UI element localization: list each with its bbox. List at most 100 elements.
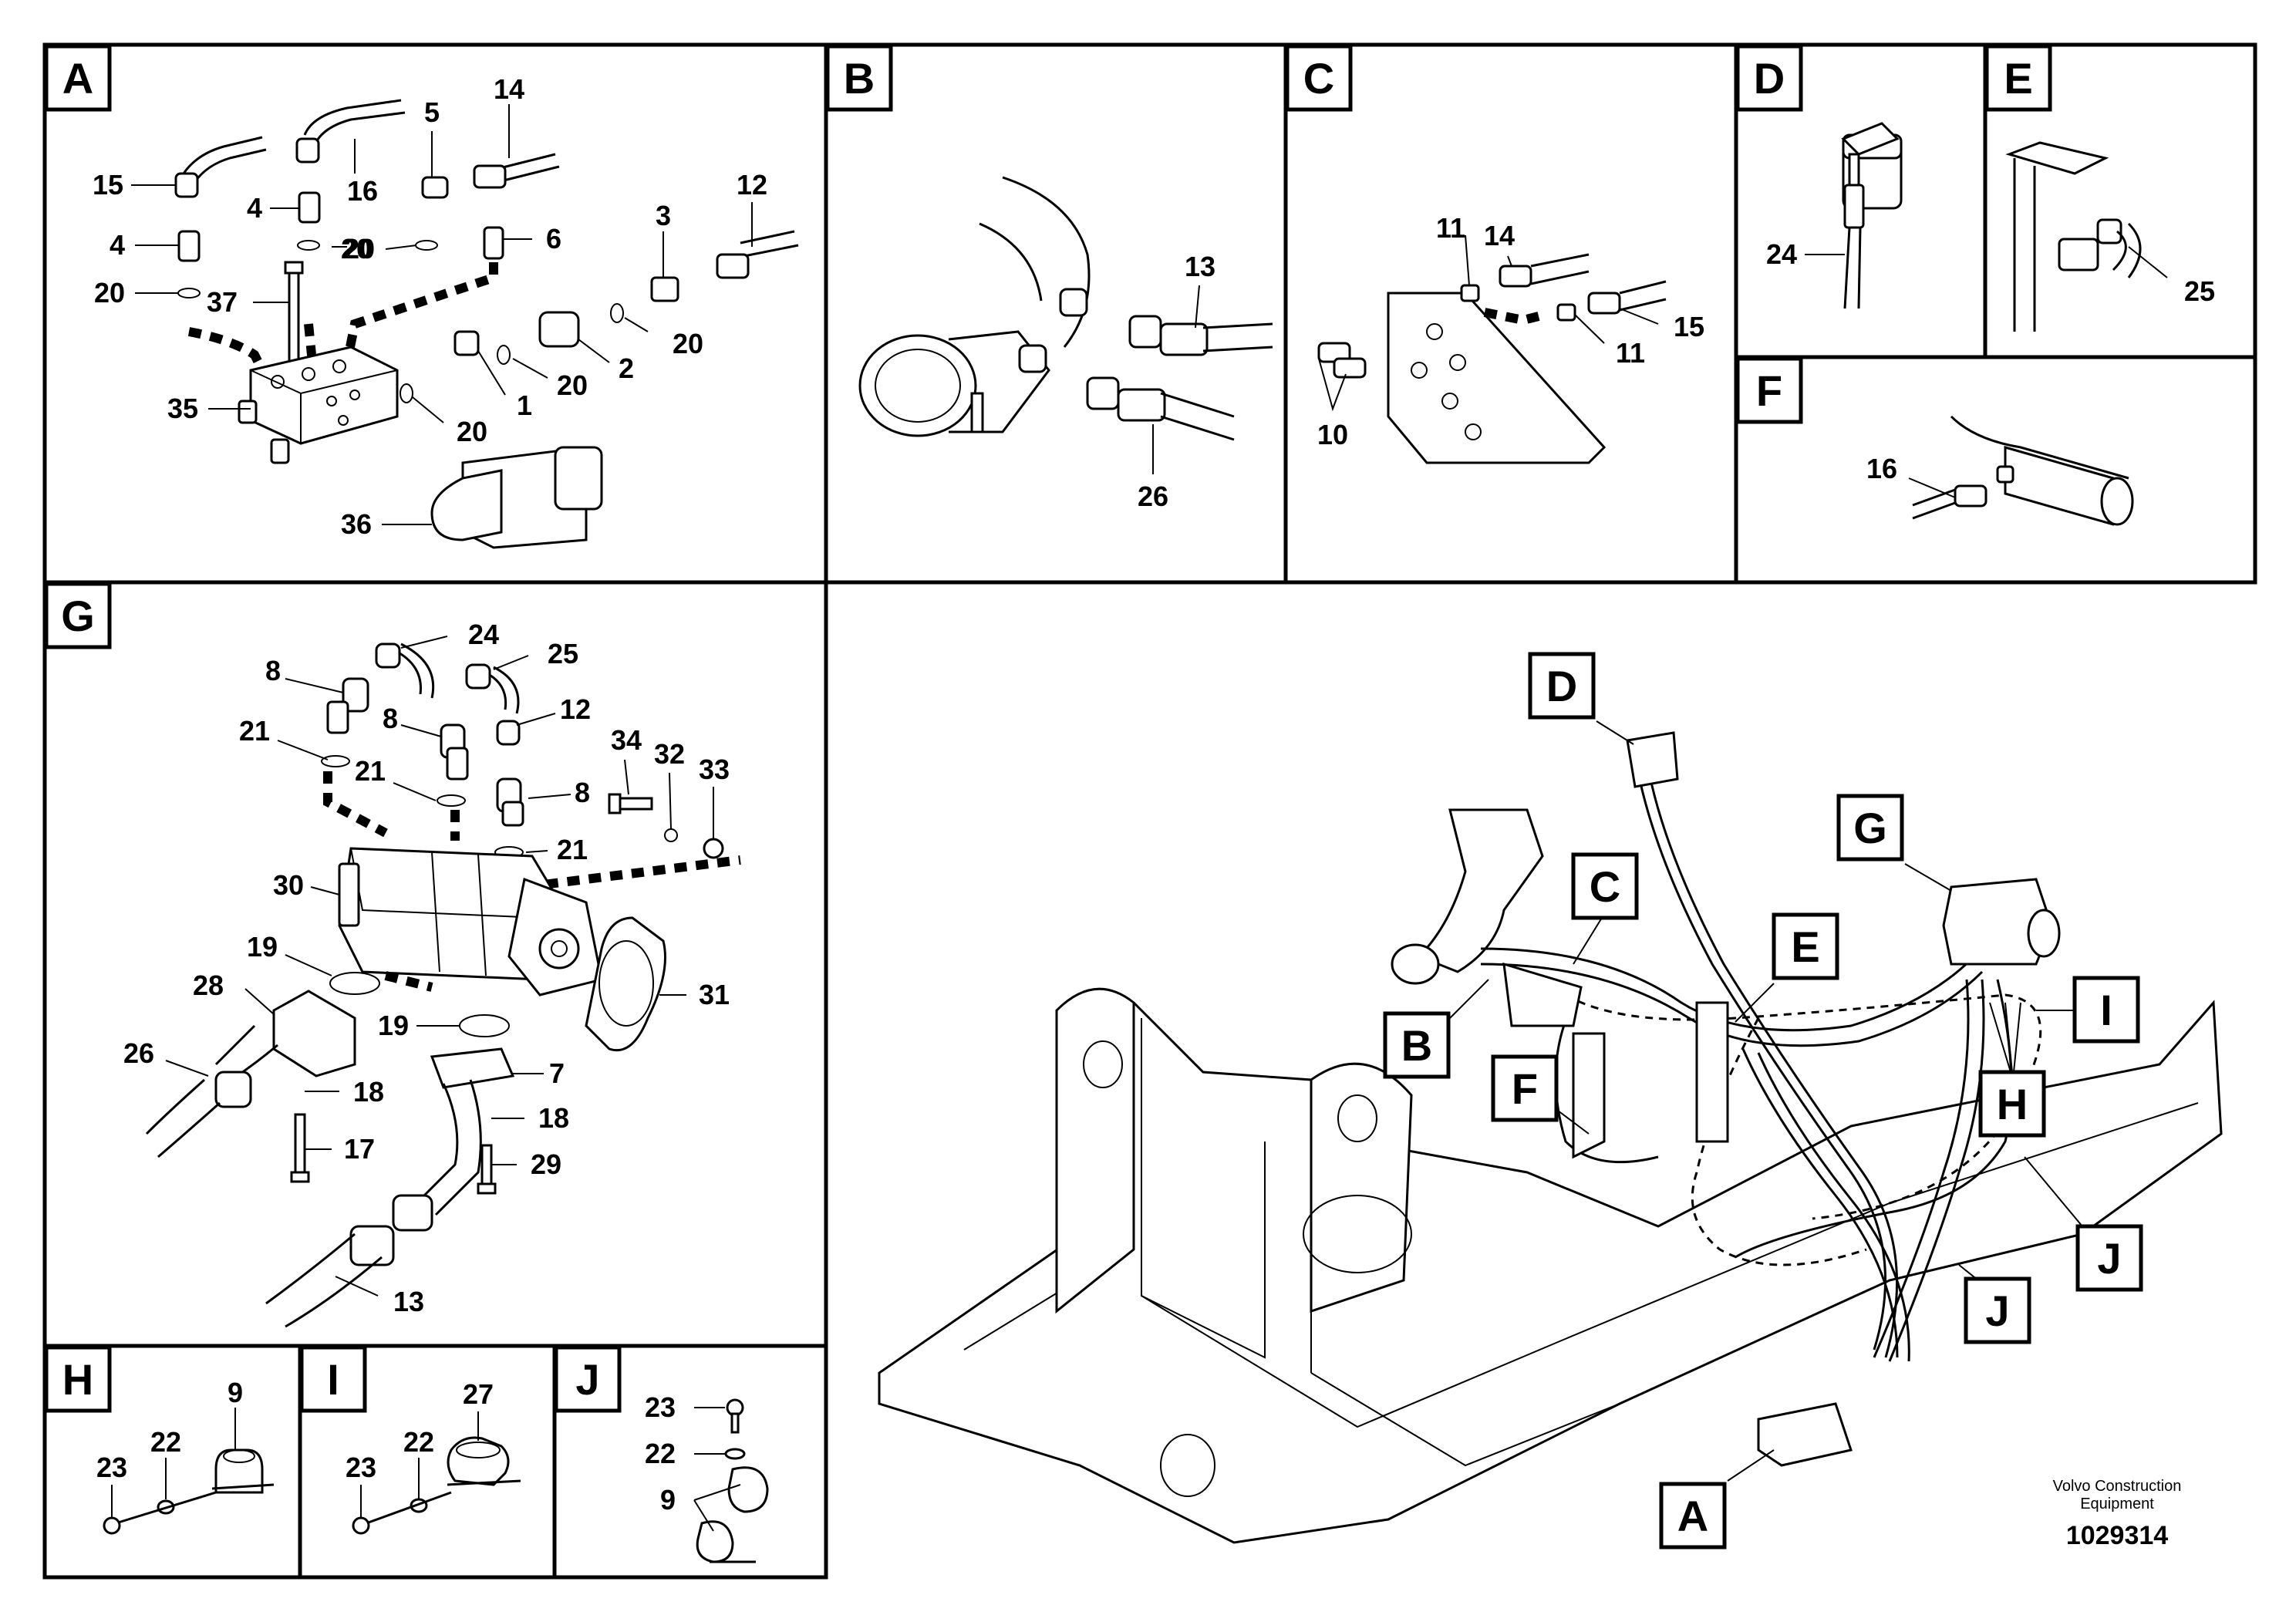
callout-g-18-left: 18 <box>353 1076 384 1108</box>
svg-text:I: I <box>327 1355 339 1404</box>
svg-text:E: E <box>2004 54 2032 103</box>
svg-text:D: D <box>1754 54 1785 103</box>
callout-a-35: 35 <box>167 393 198 424</box>
callout-c-14: 14 <box>1484 220 1515 251</box>
brand-line-1: Volvo Construction <box>2053 1478 2182 1495</box>
callout-g-18-right: 18 <box>538 1102 569 1134</box>
brand-line-2: Equipment <box>2080 1496 2154 1512</box>
svg-text:F: F <box>1512 1064 1538 1113</box>
panel-j-drawing: 23 22 9 <box>645 1391 769 1563</box>
footer: Volvo Construction Equipment 1029314 <box>2053 1478 2182 1550</box>
callout-a-5: 5 <box>424 96 440 128</box>
callout-i-22: 22 <box>403 1426 434 1458</box>
callout-g-34: 34 <box>611 724 642 756</box>
callout-a-20-left: 20 <box>94 277 125 309</box>
doc-number: 1029314 <box>2066 1521 2168 1550</box>
panel-frames <box>42 42 2257 1580</box>
overview-label-e: E <box>1735 912 1839 1023</box>
callout-g-21-left: 21 <box>239 715 270 747</box>
svg-text:H: H <box>62 1355 93 1404</box>
overview-label-g: G <box>1836 794 1952 892</box>
panel-label-d: D <box>1735 44 1803 112</box>
callout-a-12: 12 <box>737 169 767 201</box>
overview-labels: D G C E I B H <box>1383 652 2143 1549</box>
panel-label-e: E <box>1984 44 2052 112</box>
callout-a-1: 1 <box>517 389 532 421</box>
panel-label-b: B <box>825 44 893 112</box>
callout-a-15: 15 <box>93 169 123 201</box>
callout-g-8-right: 8 <box>575 777 590 808</box>
callout-b-13: 13 <box>1185 251 1215 282</box>
callout-g-13: 13 <box>393 1286 424 1317</box>
callout-j-22: 22 <box>645 1438 676 1469</box>
panel-label-c: C <box>1285 44 1353 112</box>
panel-g-callouts: 24 25 8 8 12 21 34 32 33 21 8 21 30 <box>123 619 730 1317</box>
callout-g-8-left: 8 <box>265 655 281 686</box>
svg-text:B: B <box>1401 1021 1432 1070</box>
callout-b-26: 26 <box>1138 481 1168 512</box>
svg-text:D: D <box>1546 662 1577 710</box>
callout-a-2: 2 <box>619 352 634 384</box>
svg-text:H: H <box>1997 1080 2028 1128</box>
callout-g-12: 12 <box>560 693 591 725</box>
callout-c-11-top: 11 <box>1436 212 1465 244</box>
svg-text:I: I <box>2100 986 2112 1034</box>
callout-a-20-right: 20 <box>673 328 703 359</box>
callout-g-31: 31 <box>699 979 730 1010</box>
panel-a-drawing: 15 16 5 14 4 20 20 12 4 6 3 20 37 <box>93 73 799 549</box>
callout-a-3: 3 <box>656 200 671 231</box>
overview-label-a: A <box>1659 1449 1775 1549</box>
callout-g-21-right: 21 <box>557 834 588 865</box>
callout-e-25: 25 <box>2184 275 2215 307</box>
callout-g-28: 28 <box>193 969 224 1001</box>
callout-f-16: 16 <box>1866 453 1897 484</box>
panel-h-drawing: 9 22 23 <box>96 1377 275 1535</box>
callout-c-15: 15 <box>1674 311 1704 342</box>
svg-text:C: C <box>1590 862 1620 911</box>
callout-a-4-mid: 4 <box>247 192 262 224</box>
callout-h-23: 23 <box>96 1452 127 1483</box>
overview-label-j-right: J <box>2024 1156 2143 1292</box>
callout-g-32: 32 <box>654 738 685 770</box>
overview-label-b: B <box>1383 979 1489 1079</box>
svg-text:G: G <box>1853 804 1887 852</box>
panel-g-drawing: 24 25 8 8 12 21 34 32 33 21 8 21 30 <box>123 619 741 1328</box>
panel-i-drawing: 27 22 23 <box>346 1378 521 1535</box>
panel-label-g: G <box>44 582 112 649</box>
svg-text:B: B <box>844 54 875 103</box>
panel-label-f: F <box>1735 356 1803 424</box>
callout-a-36: 36 <box>341 508 372 540</box>
svg-text:A: A <box>1677 1492 1708 1540</box>
callout-g-24: 24 <box>468 619 499 650</box>
callout-i-23: 23 <box>346 1452 376 1483</box>
callout-d-24: 24 <box>1766 238 1797 270</box>
overview-label-j-lower: J <box>1958 1264 2031 1344</box>
overview-label-c: C <box>1571 852 1639 965</box>
callout-c-10: 10 <box>1317 419 1348 450</box>
svg-text:E: E <box>1791 922 1819 971</box>
callout-g-19-left: 19 <box>247 931 278 963</box>
callout-g-26: 26 <box>123 1037 154 1069</box>
callout-g-30: 30 <box>273 869 304 901</box>
overview-label-i: I <box>2036 976 2140 1044</box>
callout-a-14: 14 <box>494 73 524 105</box>
panel-e-drawing: 25 <box>2005 141 2215 332</box>
callout-a-20-bottom: 20 <box>457 416 487 447</box>
panel-label-j: J <box>554 1345 622 1413</box>
panel-c-drawing: 11 14 15 11 10 <box>1317 212 1704 464</box>
svg-text:F: F <box>1756 366 1782 415</box>
overview-label-f: F <box>1491 1054 1590 1135</box>
svg-text:J: J <box>575 1355 599 1404</box>
callout-a-16: 16 <box>347 175 378 207</box>
svg-text:J: J <box>2097 1234 2121 1283</box>
callout-i-27: 27 <box>463 1378 494 1410</box>
callout-j-9: 9 <box>660 1484 676 1516</box>
callout-c-11-bottom: 11 <box>1616 337 1645 369</box>
panel-label-a: A <box>44 44 112 112</box>
panel-label-i: I <box>299 1345 367 1413</box>
callout-g-29: 29 <box>531 1148 561 1180</box>
callout-g-33: 33 <box>699 754 730 785</box>
overview-label-h: H <box>1978 1002 2046 1138</box>
callout-g-21-mid: 21 <box>355 755 386 787</box>
